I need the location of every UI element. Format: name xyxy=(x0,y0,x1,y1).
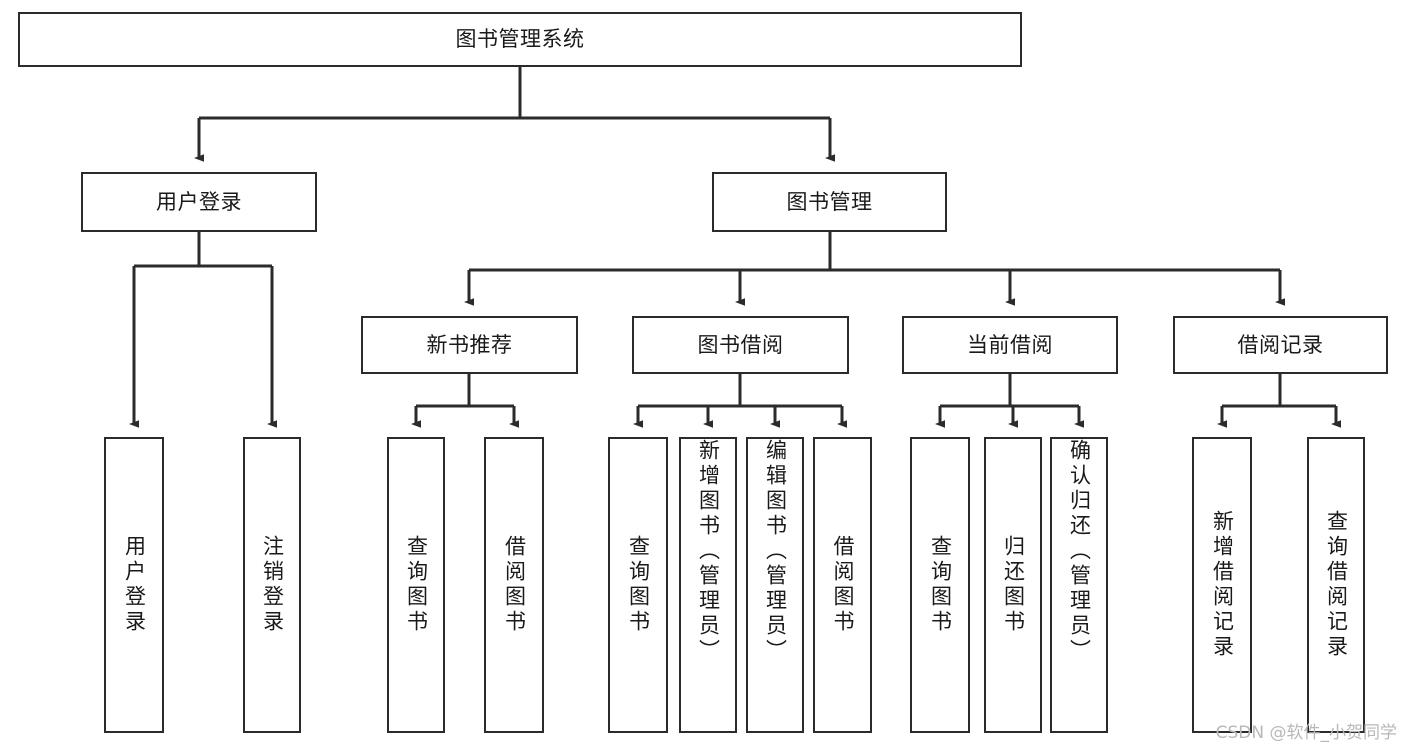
leaf-borrow-book-recommend[interactable]: 借阅图书 xyxy=(484,437,544,733)
leaf-user-login-label: 用户登录 xyxy=(122,535,147,635)
leaf-borrow-book[interactable]: 借阅图书 xyxy=(813,437,872,733)
leaf-add-borrow-record-label: 新增借阅记录 xyxy=(1210,510,1235,660)
watermark-text: CSDN @软件_小贺同学 xyxy=(1215,723,1397,743)
leaf-query-book-recommend-label: 查询图书 xyxy=(404,535,429,635)
node-book-borrow-label: 图书借阅 xyxy=(697,332,784,357)
leaf-add-book-admin[interactable]: 新增图书（管理员） xyxy=(679,437,737,733)
leaf-add-borrow-record[interactable]: 新增借阅记录 xyxy=(1192,437,1252,733)
leaf-return-book[interactable]: 归还图书 xyxy=(984,437,1042,733)
node-new-book-recommend[interactable]: 新书推荐 xyxy=(361,316,578,374)
node-new-book-recommend-label: 新书推荐 xyxy=(426,332,513,357)
leaf-query-book-recommend[interactable]: 查询图书 xyxy=(387,437,445,733)
node-borrow-record-label: 借阅记录 xyxy=(1237,332,1324,357)
node-book-management[interactable]: 图书管理 xyxy=(712,172,947,232)
leaf-confirm-return-admin-label: 确认归还（管理员） xyxy=(1067,439,1092,664)
leaf-add-book-admin-label: 新增图书（管理员） xyxy=(696,439,721,664)
node-root-label: 图书管理系统 xyxy=(455,27,585,52)
leaf-edit-book-admin[interactable]: 编辑图书（管理员） xyxy=(746,437,804,733)
leaf-confirm-return-admin[interactable]: 确认归还（管理员） xyxy=(1050,437,1108,733)
node-root[interactable]: 图书管理系统 xyxy=(18,12,1022,67)
node-user-login-label: 用户登录 xyxy=(156,189,242,214)
node-user-login[interactable]: 用户登录 xyxy=(81,172,317,232)
node-borrow-record[interactable]: 借阅记录 xyxy=(1173,316,1388,374)
leaf-return-book-label: 归还图书 xyxy=(1001,535,1026,635)
node-book-management-label: 图书管理 xyxy=(786,189,873,214)
leaf-query-borrow-record[interactable]: 查询借阅记录 xyxy=(1307,437,1365,733)
node-current-borrow[interactable]: 当前借阅 xyxy=(902,316,1118,374)
leaf-query-book-borrow-label: 查询图书 xyxy=(626,535,651,635)
leaf-borrow-book-label: 借阅图书 xyxy=(831,535,855,635)
leaf-borrow-book-recommend-label: 借阅图书 xyxy=(502,535,527,635)
node-current-borrow-label: 当前借阅 xyxy=(967,332,1053,357)
leaf-user-logout-label: 注销登录 xyxy=(260,535,285,635)
leaf-query-book-borrow[interactable]: 查询图书 xyxy=(608,437,668,733)
node-book-borrow[interactable]: 图书借阅 xyxy=(632,316,849,374)
leaf-query-book-current-label: 查询图书 xyxy=(928,535,953,635)
leaf-edit-book-admin-label: 编辑图书（管理员） xyxy=(763,439,788,664)
leaf-query-borrow-record-label: 查询借阅记录 xyxy=(1324,510,1349,660)
leaf-query-book-current[interactable]: 查询图书 xyxy=(910,437,970,733)
leaf-user-login[interactable]: 用户登录 xyxy=(104,437,164,733)
leaf-user-logout[interactable]: 注销登录 xyxy=(243,437,301,733)
